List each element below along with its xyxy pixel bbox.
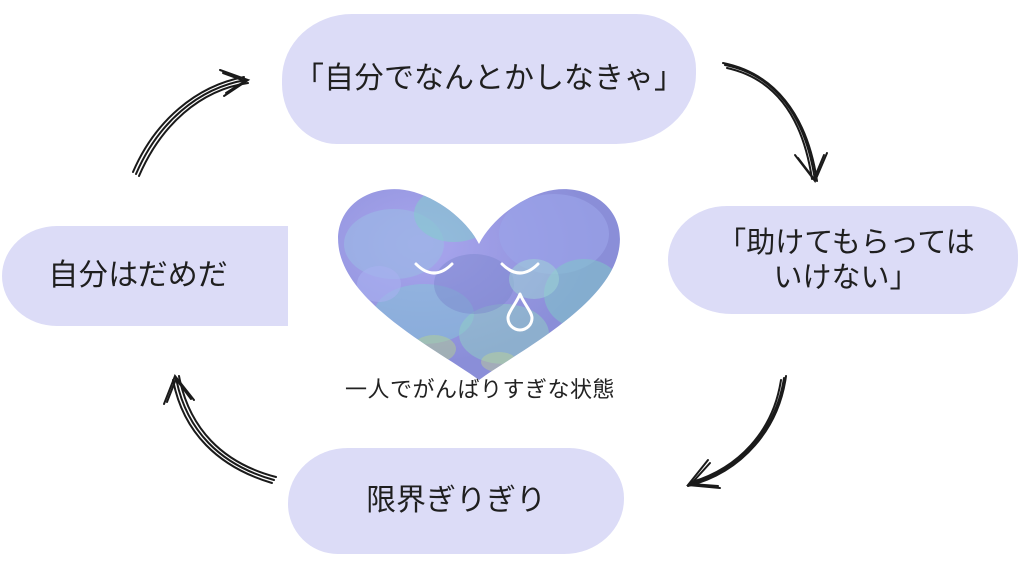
node-must-not-be-helped: 「助けてもらっては いけない」	[668, 206, 1018, 314]
node-i-am-no-good-label: 自分はだめだ	[48, 257, 228, 293]
node-must-not-be-helped-line2: いけない」	[773, 260, 919, 294]
node-must-handle-myself-label: 「自分でなんとかしなきゃ」	[294, 60, 684, 96]
node-must-not-be-helped-line1: 「助けてもらっては	[717, 224, 975, 259]
heart-graphic	[338, 189, 620, 380]
crying-heart-icon	[334, 184, 624, 384]
right-eye-icon	[500, 262, 540, 275]
node-must-not-be-helped-text: 「助けてもらっては いけない」	[717, 225, 975, 296]
arrow-right-to-bottom-icon	[686, 375, 787, 489]
tear-drop-icon	[506, 292, 534, 332]
arrow-bottom-to-left-icon	[163, 374, 277, 484]
node-i-am-no-good: 自分はだめだ	[2, 226, 288, 326]
node-at-the-limit: 限界ぎりぎり	[288, 448, 624, 554]
left-eye-icon	[414, 262, 454, 275]
arrow-left-to-top-icon	[132, 69, 251, 177]
center-caption: 一人でがんばりすぎな状態	[344, 378, 615, 403]
arrow-top-to-right-icon	[722, 62, 828, 183]
node-must-handle-myself: 「自分でなんとかしなきゃ」	[282, 14, 696, 144]
node-at-the-limit-label: 限界ぎりぎり	[366, 482, 546, 518]
